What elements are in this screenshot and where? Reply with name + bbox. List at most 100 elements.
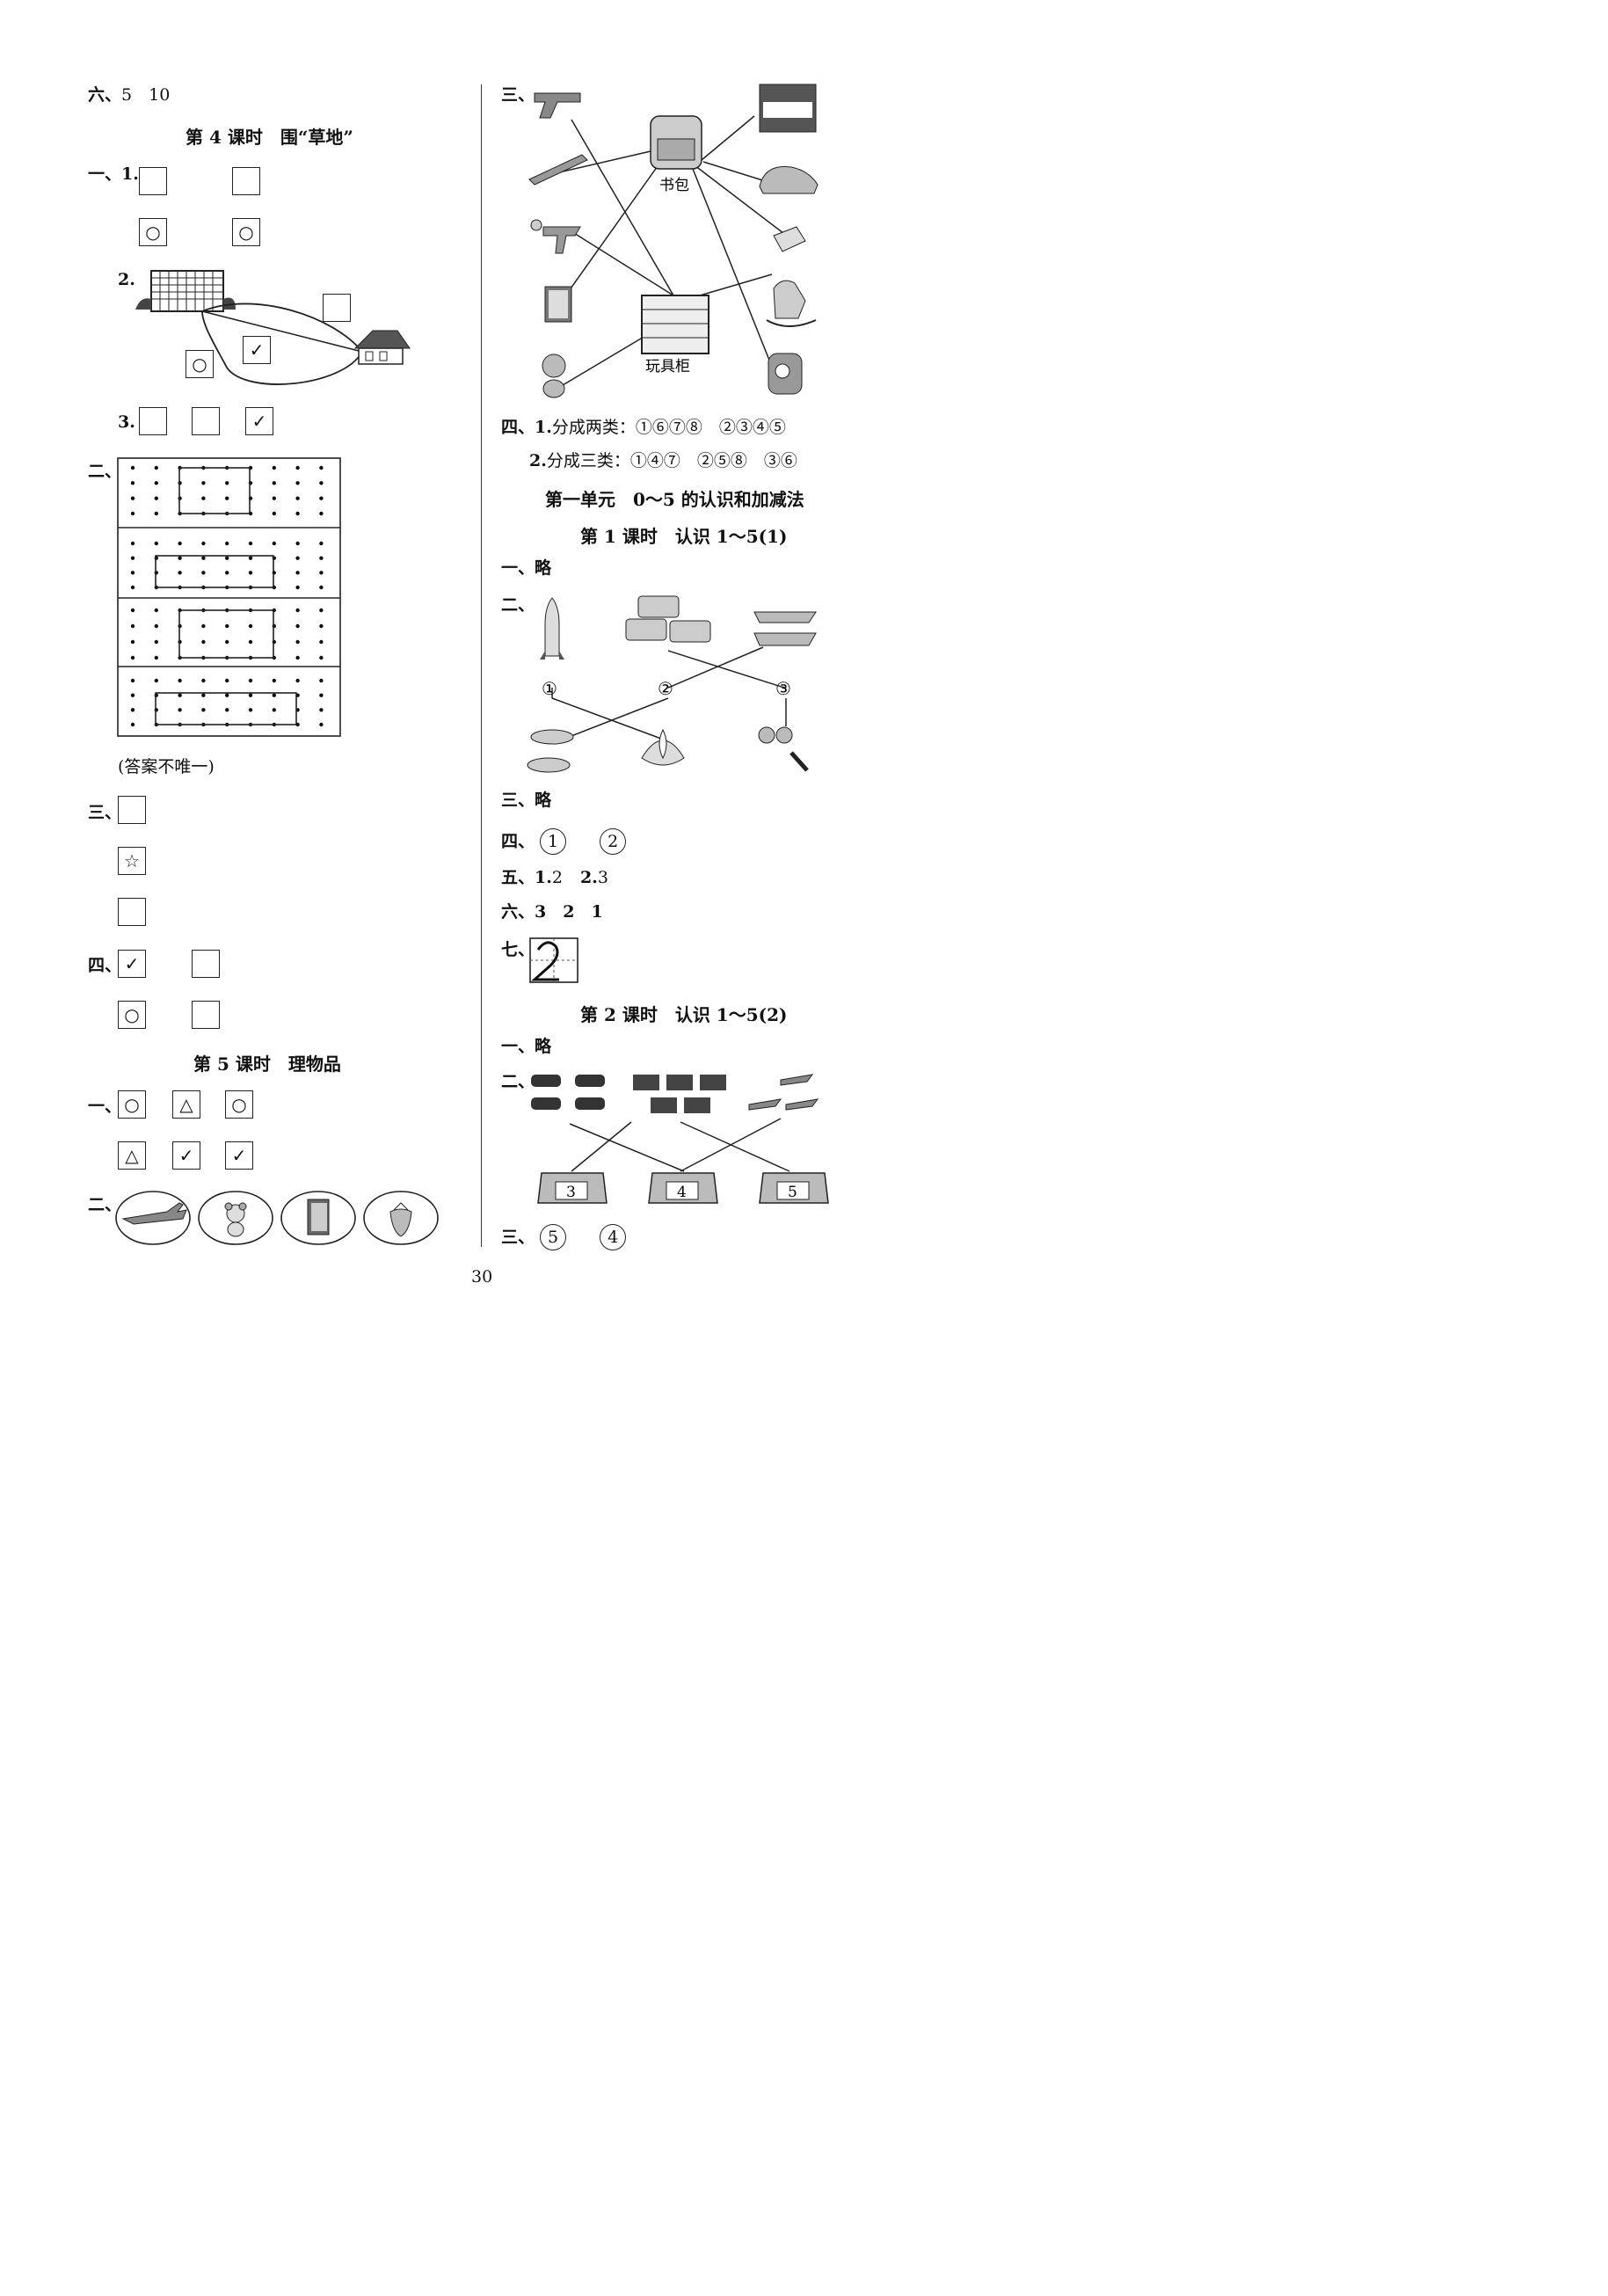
grid-dot — [130, 693, 135, 697]
crate-number-3: 3 — [566, 1184, 576, 1201]
page-number: 30 — [471, 1267, 493, 1286]
grid-dot — [319, 585, 324, 590]
water-gun-icon — [530, 219, 581, 254]
grid-dot — [178, 678, 182, 683]
grid-dot — [319, 608, 324, 613]
lesson2-title: 第 2 课时 认识 1～5(2) — [580, 1004, 788, 1025]
answer-box-empty — [192, 407, 220, 435]
grid-dot — [201, 481, 206, 485]
grid-dot — [201, 678, 206, 683]
grid-dot — [178, 708, 182, 712]
grid-dot — [201, 541, 206, 546]
airplane-icon — [748, 1074, 819, 1111]
grid-dot — [248, 623, 253, 629]
grid-dot — [201, 623, 206, 629]
grid-dot — [201, 571, 206, 575]
grid-dot — [225, 708, 229, 712]
ship-icon — [753, 611, 817, 646]
circled-number-2: ② — [658, 678, 673, 699]
grid-dot — [295, 608, 300, 613]
grid-dot — [319, 496, 324, 500]
answer-six-top: 六、5 10 — [88, 85, 171, 105]
grid-dot — [178, 541, 182, 546]
grid-dot — [225, 541, 229, 546]
answer-box-check: ✓ — [172, 1141, 200, 1170]
grid-dot — [154, 541, 158, 546]
rocket-icon — [540, 597, 564, 660]
grid-dot — [295, 678, 300, 683]
circled-answer: 1 — [540, 828, 567, 855]
answer-box-circle: ○ — [225, 1090, 253, 1119]
grid-dot — [201, 708, 206, 712]
l1-section-3: 三、略 — [501, 791, 552, 810]
notebook-icon — [544, 286, 572, 323]
l1-section-1: 一、略 — [501, 558, 552, 578]
grid-dot — [319, 708, 324, 712]
grid-dot — [130, 465, 135, 470]
section-3-label: 三、 — [88, 803, 122, 822]
r-s4-q1: 四、1.分成两类：①⑥⑦⑧ ②③④⑤ — [501, 418, 786, 437]
l1-section-7-label: 七、 — [501, 940, 535, 959]
l2-section-1: 一、略 — [501, 1037, 552, 1056]
grid-dot — [272, 693, 276, 697]
grid-dot — [225, 678, 229, 683]
grid-dot — [248, 639, 253, 645]
l5-section-1-label: 一、 — [88, 1097, 122, 1116]
grid-dot — [154, 511, 158, 516]
grid-dot — [130, 481, 135, 485]
answer-box-empty — [192, 950, 220, 978]
grid-dot — [272, 465, 276, 470]
grid-dot — [295, 496, 300, 500]
grid-dot — [178, 693, 182, 697]
grid-dot — [201, 693, 206, 697]
grid-dot — [272, 541, 276, 546]
answer-box-empty — [118, 796, 146, 824]
grid-dot — [130, 511, 135, 516]
grid-dot — [130, 541, 135, 546]
unit-title: 第一单元 0～5 的认识和加减法 — [545, 489, 804, 510]
cabinet-label: 玩具柜 — [645, 358, 690, 375]
l1-section-2-label: 二、 — [501, 595, 535, 615]
grid-dot — [130, 608, 135, 613]
lesson1-title: 第 1 课时 认识 1～5(1) — [580, 526, 788, 547]
sorting-matching-diagram: 书包 玩具柜 — [528, 84, 819, 398]
dot-grid-rectangles — [117, 457, 341, 737]
grid-dot — [130, 639, 135, 645]
lesson5-title: 第 5 课时 理物品 — [193, 1053, 341, 1075]
grid-dot — [295, 556, 300, 560]
grid-dot — [130, 496, 135, 500]
grid-dot — [272, 496, 276, 500]
grid-dot — [225, 481, 229, 485]
answer-box-empty — [139, 407, 167, 435]
crate-number-4: 4 — [677, 1184, 687, 1201]
answer-box-circle: ○ — [232, 218, 260, 246]
grid-dot — [225, 623, 229, 629]
answer-box-circle: ○ — [118, 1001, 146, 1029]
pencil-icon — [528, 154, 588, 186]
grid-dot — [201, 556, 206, 560]
crate-icon-5 — [759, 1172, 829, 1204]
l2-section-3: 三、 5 4 — [501, 1224, 627, 1250]
grid-dot — [154, 655, 158, 660]
circled-number-3: ③ — [775, 678, 791, 699]
answer-box-circle: ○ — [186, 350, 214, 378]
grid-dot — [154, 623, 158, 629]
grid-dot — [319, 556, 324, 560]
r-section-3-label: 三、 — [501, 85, 535, 105]
grid-dot — [319, 465, 324, 470]
answer-box-circle: ○ — [118, 1090, 146, 1119]
crate-number-5: 5 — [788, 1184, 797, 1201]
answer-note: (答案不唯一) — [118, 757, 215, 776]
grid-dot — [130, 722, 135, 727]
section-4-label: 四、 — [88, 956, 122, 975]
grid-dot — [248, 556, 253, 560]
grid-dot — [225, 639, 229, 645]
backpack-icon — [650, 115, 702, 170]
grid-dot — [319, 623, 324, 629]
l5-section-2-label: 二、 — [88, 1195, 122, 1214]
circled-answer: 4 — [600, 1224, 627, 1250]
l2-section-2-label: 二、 — [501, 1072, 535, 1091]
counting-matching-diagram: ① ② ③ — [527, 595, 817, 773]
grid-dot — [272, 481, 276, 485]
r-s4-q2: 2.分成三类：①④⑦ ②⑤⑧ ③⑥ — [529, 451, 797, 470]
